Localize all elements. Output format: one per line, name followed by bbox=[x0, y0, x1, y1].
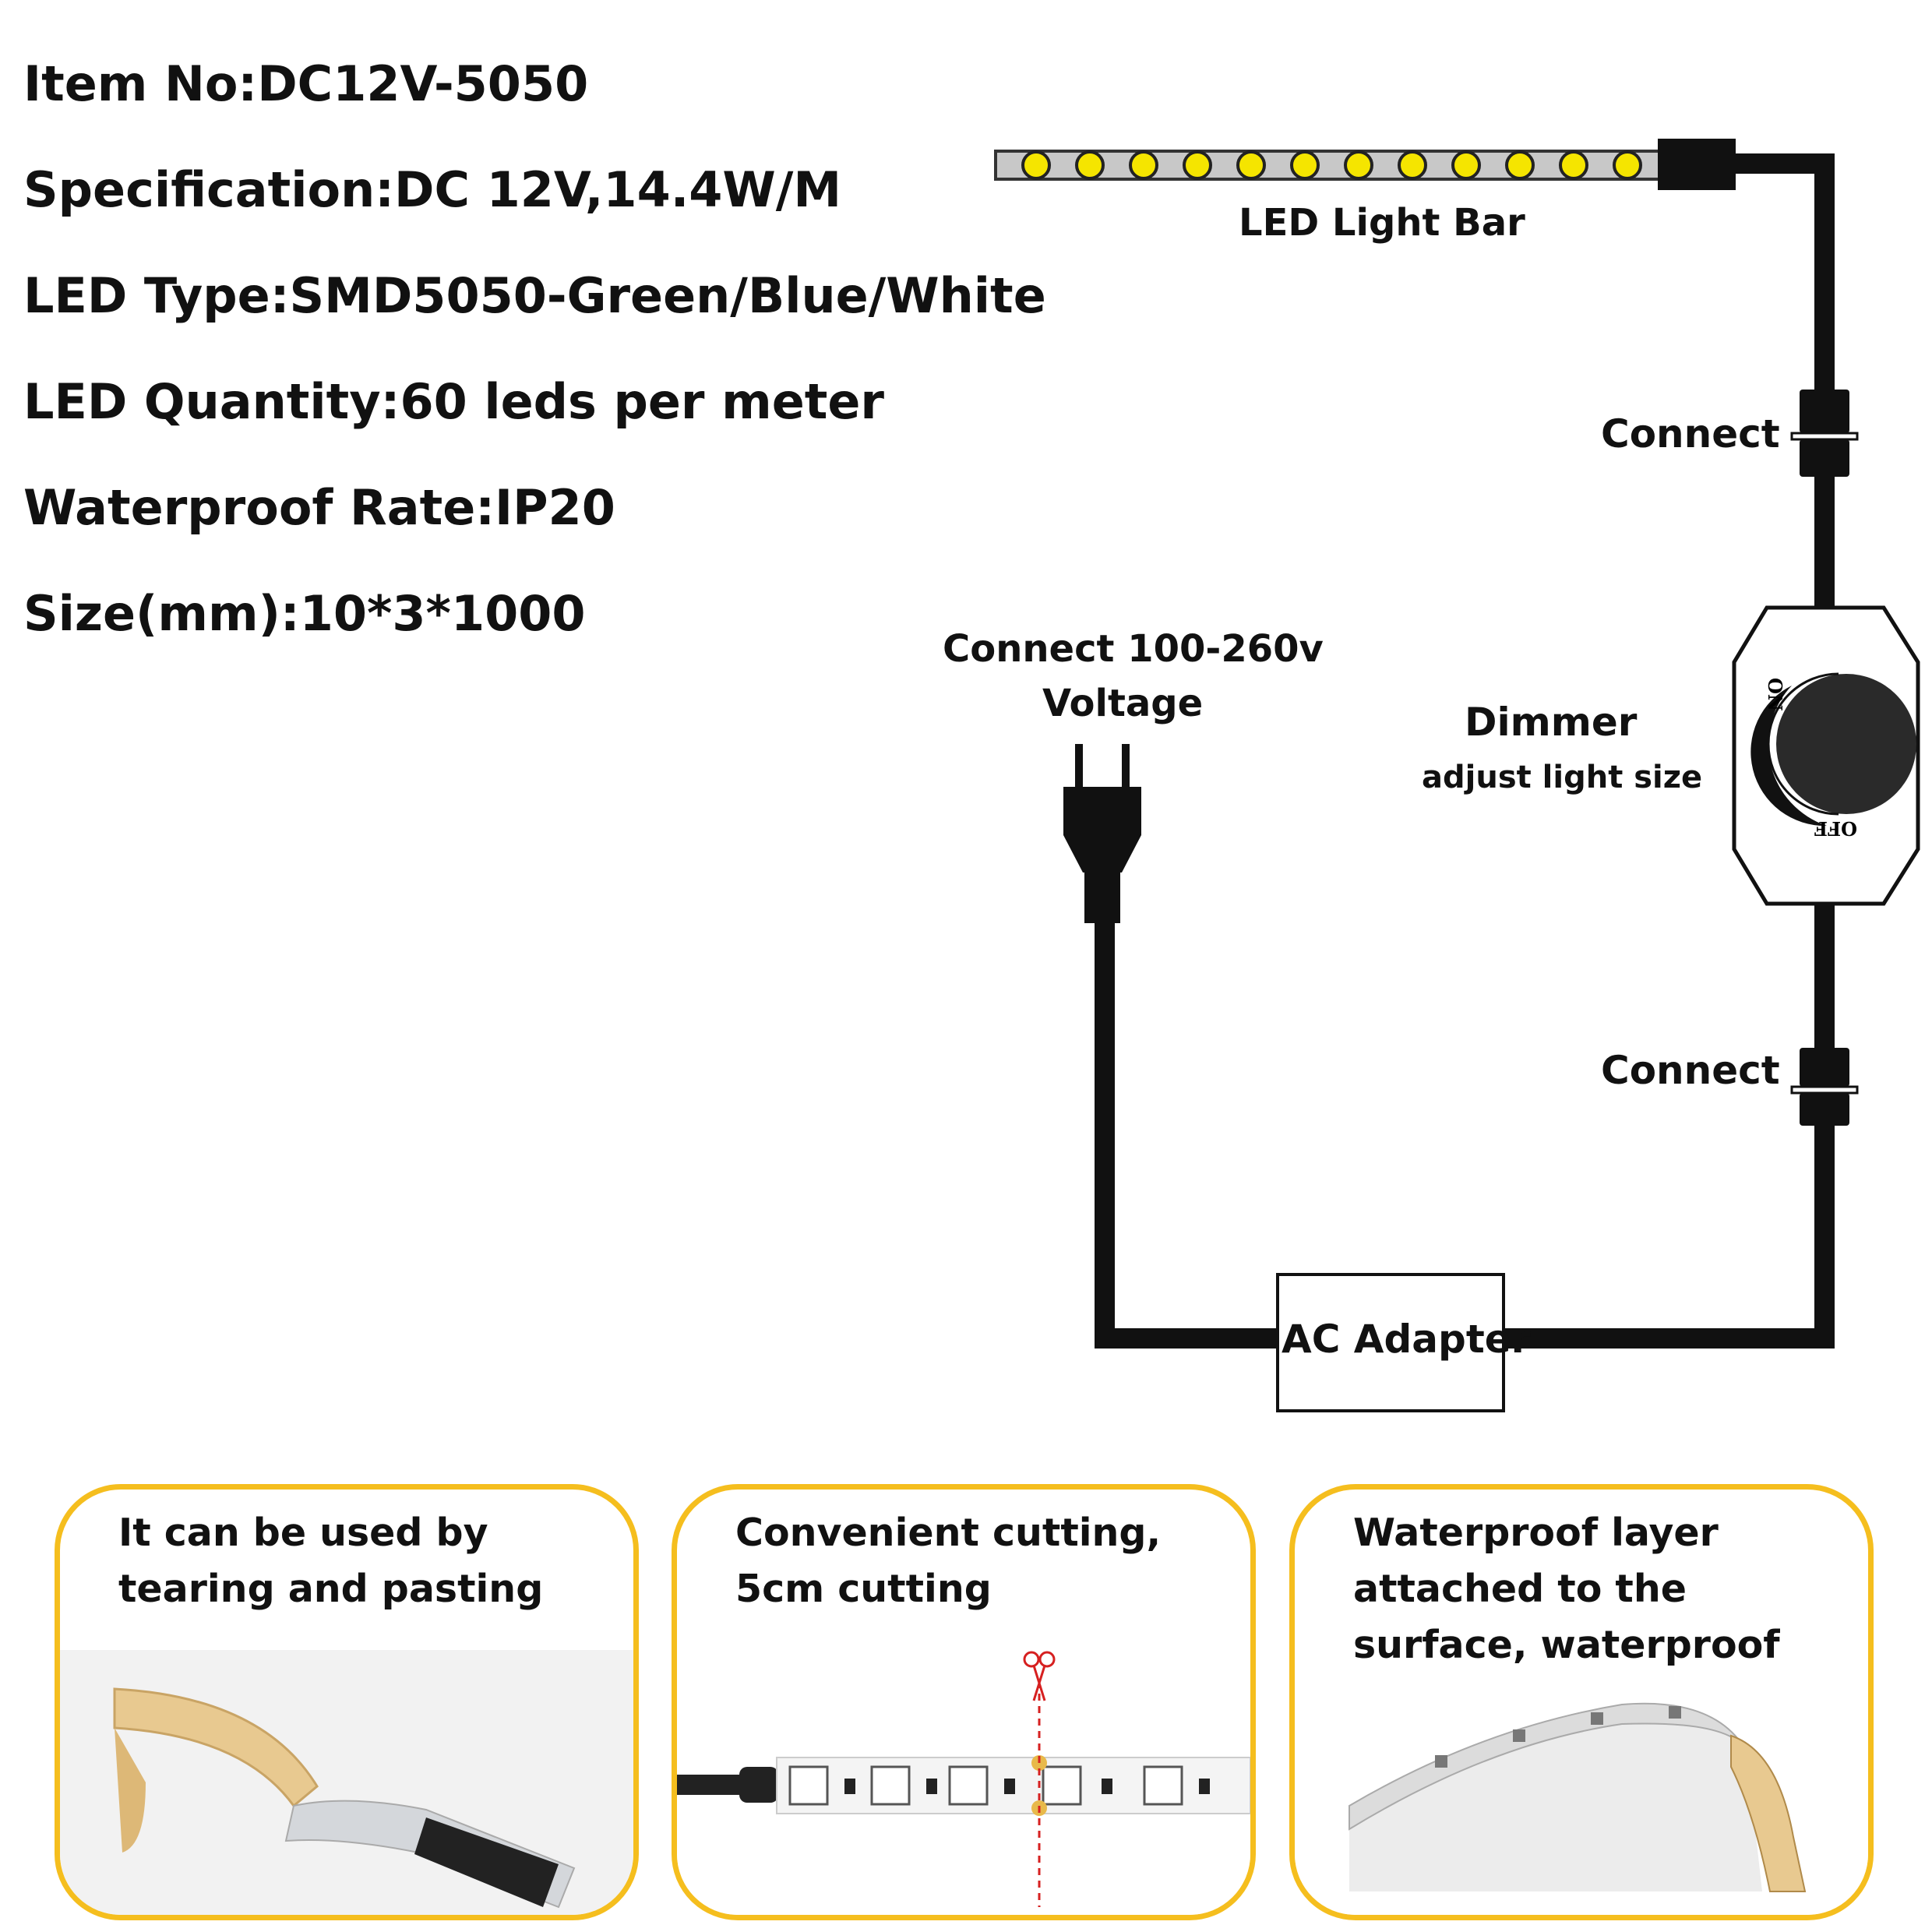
led-dot bbox=[1290, 150, 1320, 180]
strip-cutting-illustration bbox=[677, 1650, 1250, 1915]
feature-card-tearing: It can be used by tearing and pasting bbox=[55, 1484, 639, 1920]
strip-cable bbox=[677, 1775, 747, 1795]
tape-strip-illustration bbox=[60, 1650, 633, 1915]
feature-card-cutting: Convenient cutting, 5cm cutting bbox=[672, 1484, 1256, 1920]
connector-bottom bbox=[1790, 1048, 1859, 1126]
led-dot bbox=[1451, 150, 1481, 180]
dimmer-subtitle: adjust light size bbox=[1422, 760, 1703, 795]
spec-led-type: LED Type:SMD5050-Green/Blue/White bbox=[23, 267, 1046, 324]
led-dot bbox=[1344, 150, 1373, 180]
plug-label-line1: Connect 100-260v bbox=[943, 627, 1324, 671]
led-dots bbox=[1021, 150, 1642, 180]
led-dot bbox=[1129, 150, 1158, 180]
ac-adapter-box bbox=[1276, 1273, 1505, 1412]
spec-led-quantity: LED Quantity:60 leds per meter bbox=[23, 373, 885, 430]
backing-tape-left bbox=[115, 1728, 146, 1853]
connect-top-label: Connect bbox=[1601, 411, 1780, 457]
dimmer-title: Dimmer bbox=[1465, 700, 1638, 745]
spec-size: Size(mm):10*3*1000 bbox=[23, 585, 586, 642]
dimmer-knob bbox=[1776, 674, 1916, 814]
led-dot bbox=[1559, 150, 1588, 180]
dimmer-off-text: OFF bbox=[1814, 817, 1857, 840]
spec-list: Item No:DC12V-5050 Specification:DC 12V,… bbox=[23, 31, 1046, 667]
wire-path bbox=[1095, 153, 1835, 1349]
feature-text-cutting: Convenient cutting, 5cm cutting bbox=[735, 1511, 1162, 1611]
spec-item-number: Item No:DC12V-5050 bbox=[23, 55, 589, 112]
backing-tape bbox=[1730, 1734, 1807, 1892]
led-dot bbox=[1236, 150, 1266, 180]
plug-label-line2: Voltage bbox=[1042, 682, 1204, 725]
strip-cable bbox=[414, 1817, 559, 1907]
dimmer-on-text: ON bbox=[1764, 678, 1786, 711]
spec-waterproof-rate: Waterproof Rate:IP20 bbox=[23, 479, 615, 536]
ac-adapter-label: AC Adapter bbox=[1282, 1317, 1531, 1362]
connector-top bbox=[1790, 390, 1859, 477]
spec-specification: Specification:DC 12V,14.4W/M bbox=[23, 161, 842, 218]
led-dot bbox=[1021, 150, 1051, 180]
waterproof-strip-illustration bbox=[1295, 1681, 1868, 1915]
led-dot bbox=[1075, 150, 1105, 180]
feature-card-waterproof: Waterproof layer attached to the surface… bbox=[1289, 1484, 1874, 1920]
led-dot bbox=[1183, 150, 1212, 180]
led-dot bbox=[1398, 150, 1427, 180]
feature-text-tearing: It can be used by tearing and pasting bbox=[118, 1511, 544, 1611]
dimmer-device: ON OFF bbox=[1732, 605, 1920, 906]
connect-bottom-label: Connect bbox=[1601, 1048, 1780, 1093]
led-light-bar bbox=[994, 139, 1736, 190]
power-plug-icon bbox=[1063, 744, 1141, 923]
wiring-diagram: ON OFF bbox=[994, 139, 1920, 1412]
scissors-icon bbox=[1023, 1651, 1056, 1701]
led-bar-label: LED Light Bar bbox=[1239, 201, 1525, 245]
led-dot bbox=[1613, 150, 1642, 180]
led-bar-end-cap bbox=[1658, 139, 1736, 190]
strip-underside bbox=[1349, 1703, 1762, 1891]
led-dot bbox=[1505, 150, 1535, 180]
backing-tape-top bbox=[113, 1687, 319, 1808]
strip-plug bbox=[739, 1767, 778, 1803]
